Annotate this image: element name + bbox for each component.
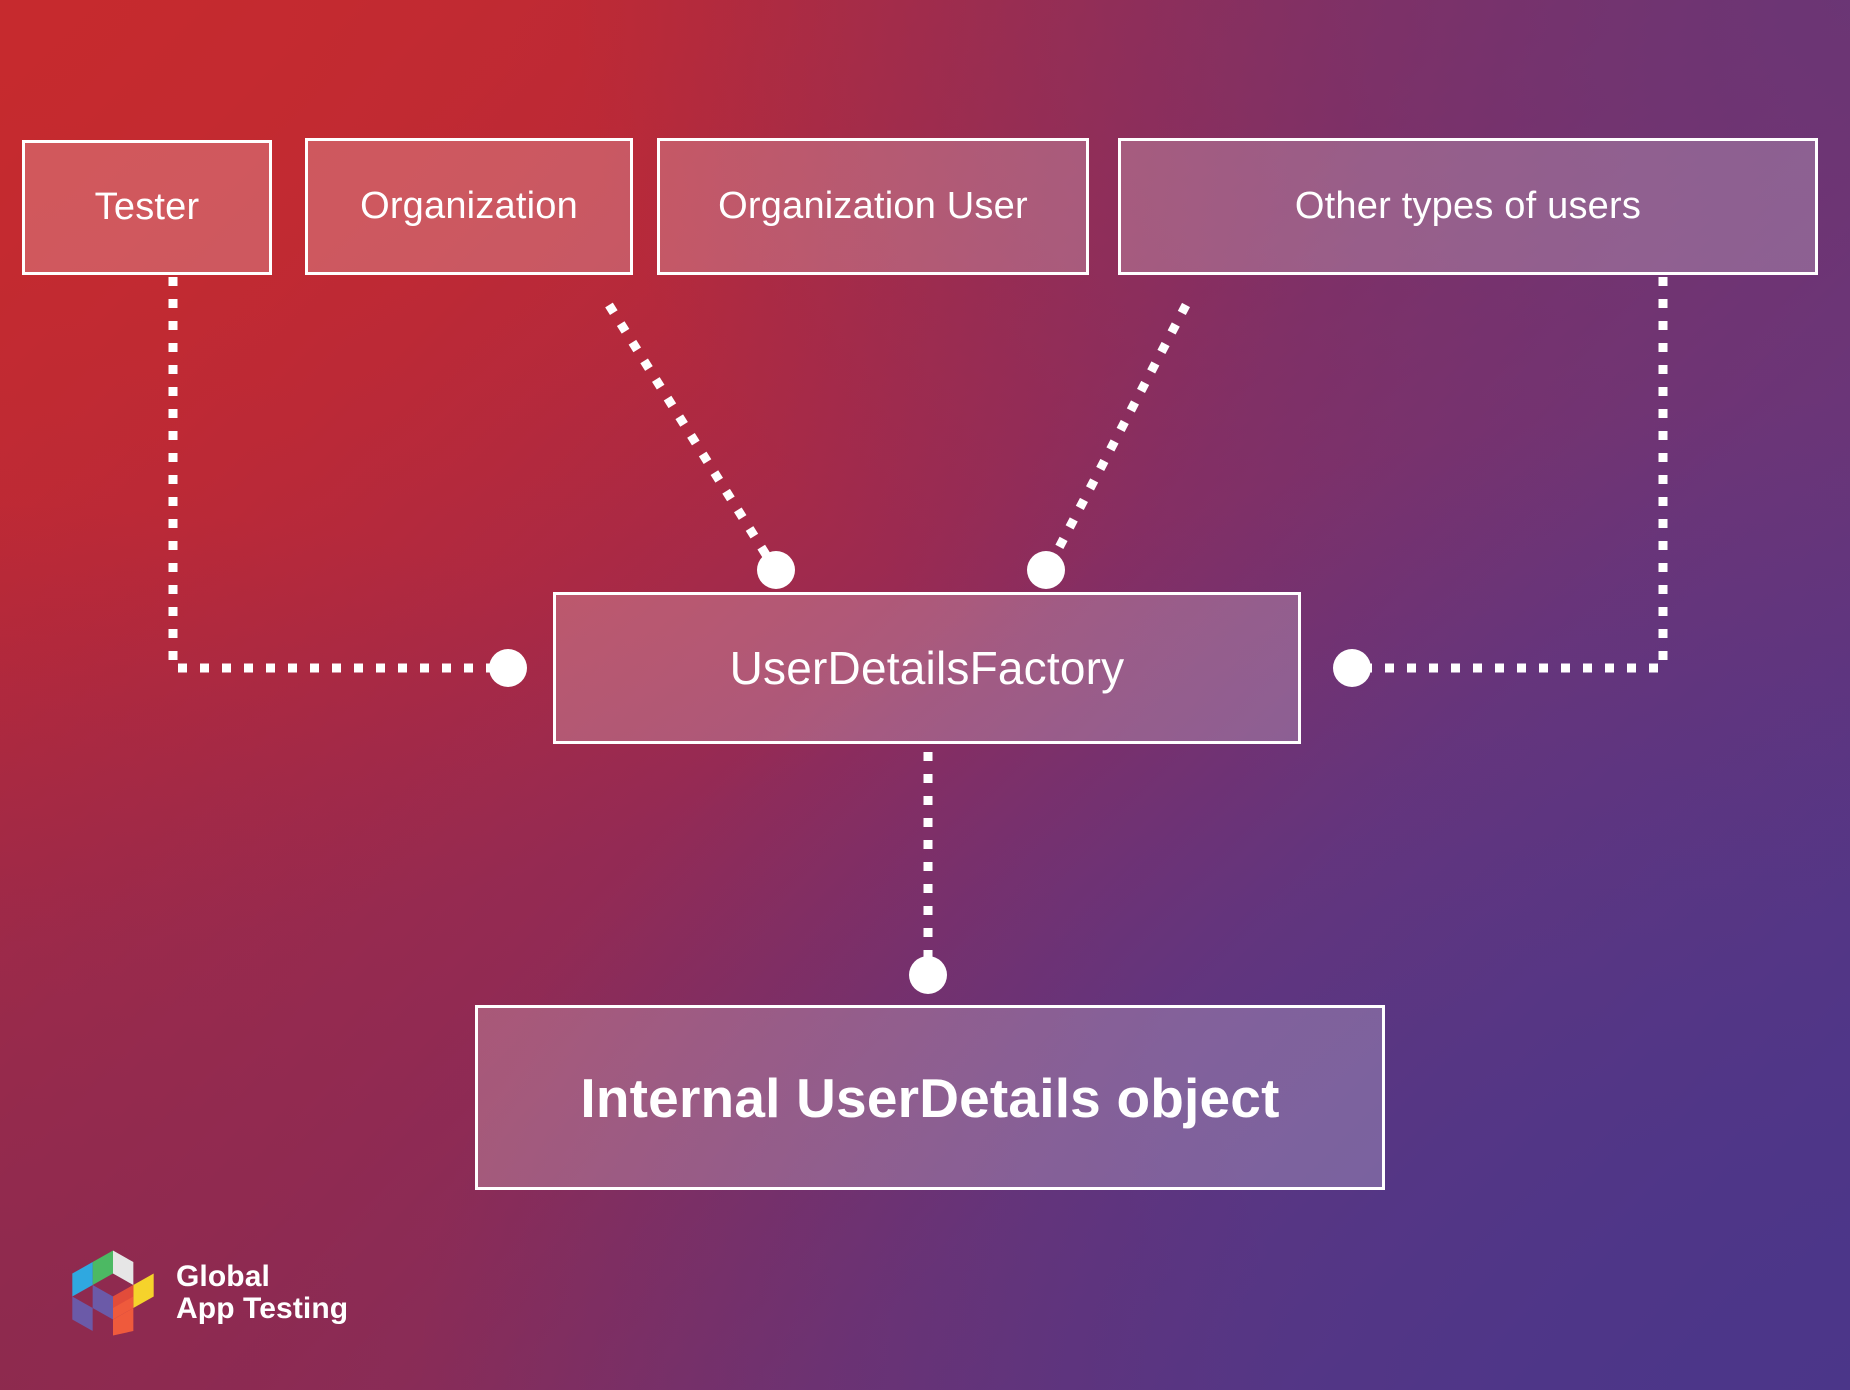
logo-line-2: App Testing [176, 1292, 349, 1325]
node-organization-user-label: Organization User [718, 185, 1028, 227]
connector-dot-organization-user [1027, 551, 1065, 589]
node-organization-user[interactable]: Organization User [657, 138, 1089, 275]
connector-organization-user-to-factory [1048, 302, 1190, 564]
connector-tester-to-factory [168, 277, 497, 673]
connector-dot-internal-object [909, 956, 947, 994]
connector-dot-other-users [1333, 649, 1371, 687]
connector-dot-organization [757, 551, 795, 589]
node-organization[interactable]: Organization [305, 138, 633, 275]
node-internal-userdetails-object[interactable]: Internal UserDetails object [475, 1005, 1385, 1190]
connector-dot-tester [489, 649, 527, 687]
node-other-types-of-users-label: Other types of users [1294, 185, 1642, 227]
logo-wordmark: Global App Testing [176, 1259, 349, 1326]
logo-line-1: Global [176, 1259, 270, 1293]
connector-other-users-to-factory [1365, 277, 1668, 673]
node-user-details-factory-label: UserDetailsFactory [729, 642, 1125, 694]
node-user-details-factory[interactable]: UserDetailsFactory [553, 592, 1301, 744]
node-other-types-of-users[interactable]: Other types of users [1118, 138, 1818, 275]
brand-logo: Global App Testing [68, 1240, 398, 1346]
global-app-testing-logo-icon [72, 1250, 154, 1336]
node-tester[interactable]: Tester [22, 140, 272, 275]
node-organization-label: Organization [360, 185, 578, 227]
connector-organization-to-factory [605, 302, 774, 564]
node-internal-userdetails-object-label: Internal UserDetails object [580, 1066, 1280, 1129]
node-tester-label: Tester [94, 186, 200, 228]
